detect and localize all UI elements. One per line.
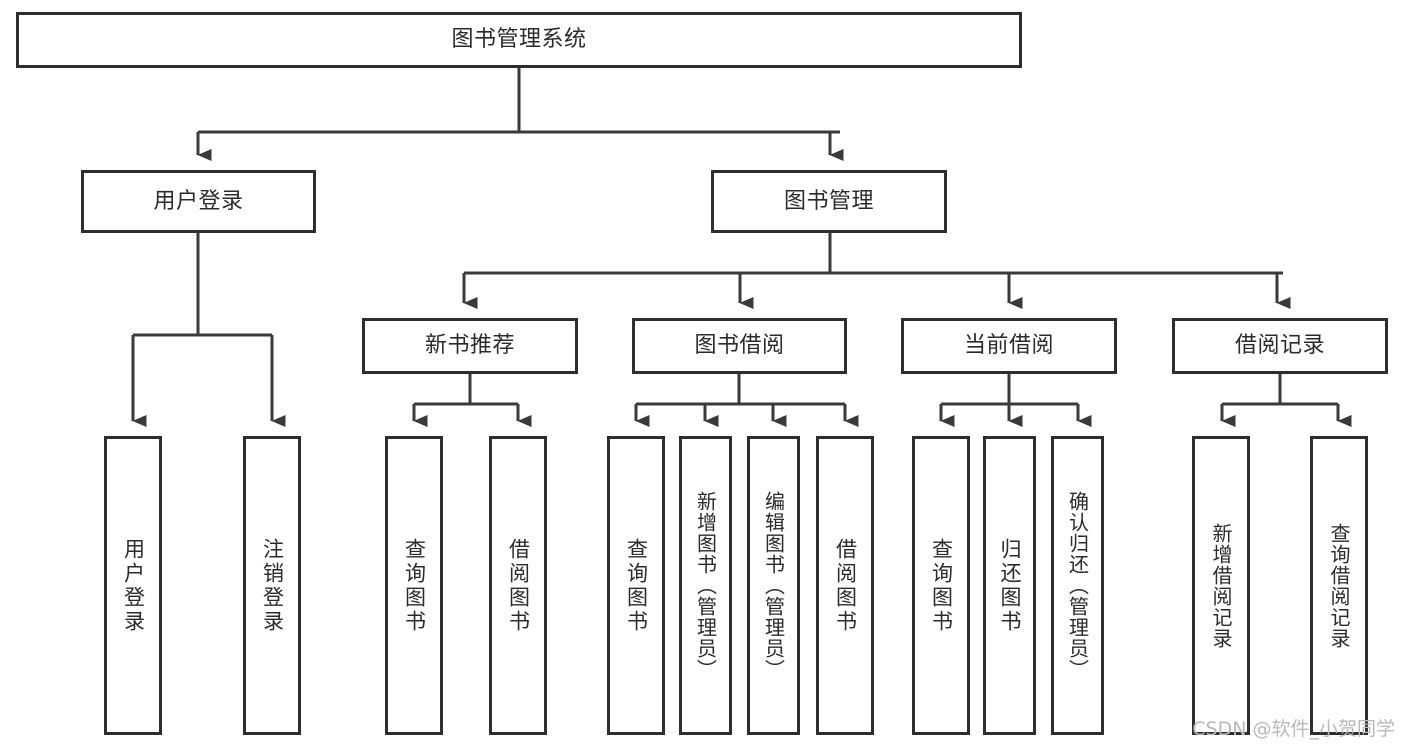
leaf-borrow-book-2-label: 借阅图书 — [833, 537, 858, 634]
leaf-user-logout[interactable]: 注销登录 — [243, 436, 301, 735]
leaf-edit-book-label: 编辑图书（管理员） — [761, 491, 786, 680]
leaf-user-login-label: 用户登录 — [121, 537, 146, 634]
leaf-return-book-label: 归还图书 — [998, 537, 1022, 634]
leaf-query-book-3-label: 查询图书 — [929, 537, 954, 634]
node-book-management[interactable]: 图书管理 — [711, 170, 947, 233]
leaf-query-book-1-label: 查询图书 — [402, 537, 427, 634]
leaf-edit-book[interactable]: 编辑图书（管理员） — [747, 436, 800, 735]
leaf-add-book-label: 新增图书（管理员） — [693, 491, 718, 680]
node-book-borrow-label: 图书借阅 — [694, 333, 785, 359]
leaf-borrow-book-2[interactable]: 借阅图书 — [816, 436, 874, 735]
node-book-borrow[interactable]: 图书借阅 — [632, 318, 847, 374]
leaf-add-book[interactable]: 新增图书（管理员） — [679, 436, 732, 735]
leaf-borrow-book-1[interactable]: 借阅图书 — [489, 436, 547, 735]
node-user-login-label: 用户登录 — [153, 188, 244, 214]
watermark-text: CSDN @软件_小贺同学 — [1192, 718, 1395, 740]
node-current-borrow-label: 当前借阅 — [963, 333, 1054, 359]
leaf-return-book[interactable]: 归还图书 — [983, 436, 1036, 735]
node-user-login[interactable]: 用户登录 — [81, 170, 316, 233]
leaf-query-record[interactable]: 查询借阅记录 — [1310, 436, 1368, 735]
leaf-query-book-3[interactable]: 查询图书 — [912, 436, 970, 735]
node-root[interactable]: 图书管理系统 — [16, 12, 1022, 68]
leaf-query-record-label: 查询借阅记录 — [1327, 522, 1351, 649]
leaf-add-record[interactable]: 新增借阅记录 — [1192, 436, 1250, 735]
node-root-label: 图书管理系统 — [451, 27, 587, 53]
leaf-user-login[interactable]: 用户登录 — [104, 436, 162, 735]
node-book-management-label: 图书管理 — [783, 188, 874, 214]
leaf-add-record-label: 新增借阅记录 — [1209, 522, 1233, 649]
node-borrow-record[interactable]: 借阅记录 — [1172, 318, 1388, 374]
node-new-book-recommend-label: 新书推荐 — [424, 333, 515, 359]
leaf-query-book-2[interactable]: 查询图书 — [607, 436, 665, 735]
node-new-book-recommend[interactable]: 新书推荐 — [362, 318, 578, 374]
leaf-query-book-2-label: 查询图书 — [624, 537, 649, 634]
leaf-confirm-return[interactable]: 确认归还（管理员） — [1051, 436, 1104, 735]
leaf-user-logout-label: 注销登录 — [260, 537, 285, 634]
leaf-query-book-1[interactable]: 查询图书 — [385, 436, 443, 735]
node-borrow-record-label: 借阅记录 — [1234, 333, 1325, 359]
node-current-borrow[interactable]: 当前借阅 — [901, 318, 1117, 374]
leaf-confirm-return-label: 确认归还（管理员） — [1065, 491, 1090, 680]
leaf-borrow-book-1-label: 借阅图书 — [506, 537, 531, 634]
